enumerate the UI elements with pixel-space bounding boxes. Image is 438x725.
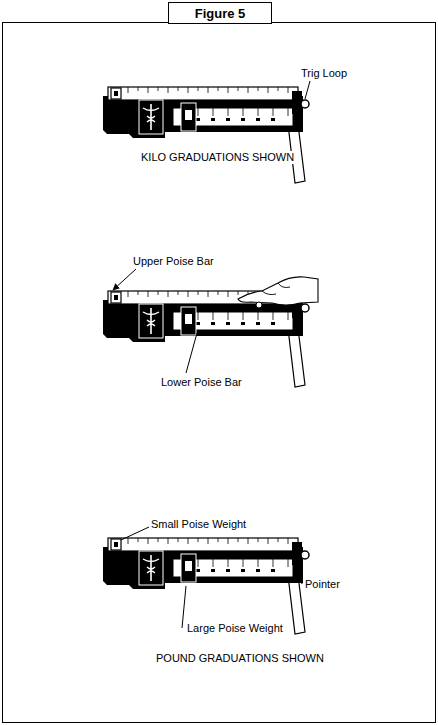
part-label: Large Poise Weight [186, 622, 284, 635]
title-tab: Figure 5 [168, 2, 272, 24]
part-label: Upper Poise Bar [132, 255, 215, 268]
part-label: Lower Poise Bar [160, 376, 243, 389]
caption-note: POUND GRADUATIONS SHOWN [155, 652, 325, 665]
part-label: Trig Loop [300, 67, 348, 80]
caption-note: KILO GRADUATIONS SHOWN [140, 151, 295, 164]
figure-title: Figure 5 [195, 6, 246, 21]
part-label: Small Poise Weight [150, 518, 247, 531]
part-label: Pointer [304, 578, 341, 591]
